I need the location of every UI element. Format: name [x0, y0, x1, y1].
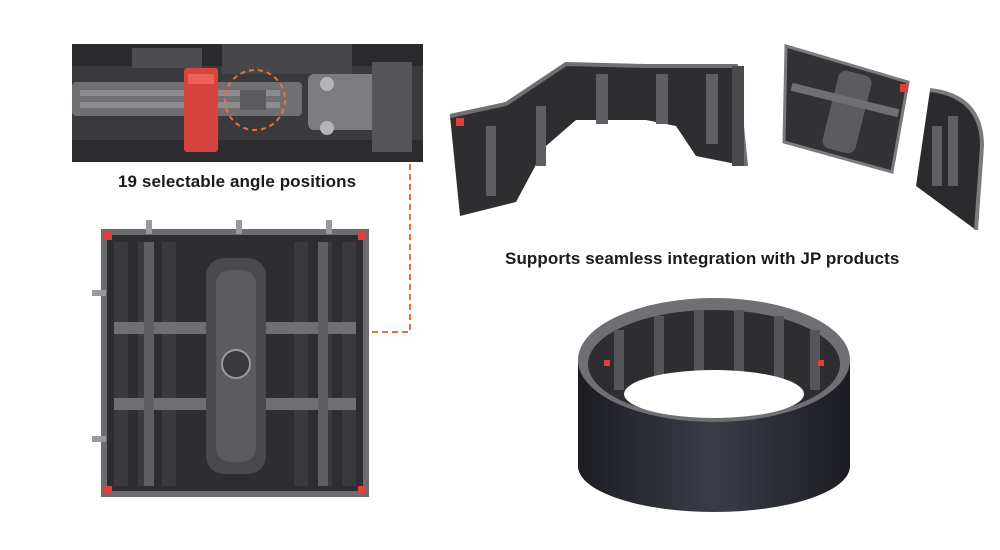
- cabinet-angle-photo: [782, 44, 910, 174]
- lock-closeup-photo: [72, 44, 423, 162]
- curved-panel-photo: [916, 88, 985, 231]
- cabinet-back-photo: [92, 220, 369, 497]
- curved-wall-photo: [449, 61, 748, 216]
- integration-caption: Supports seamless integration with JP pr…: [505, 249, 900, 268]
- angle-positions-caption: 19 selectable angle positions: [118, 172, 357, 191]
- cylinder-screen-photo: [578, 298, 850, 512]
